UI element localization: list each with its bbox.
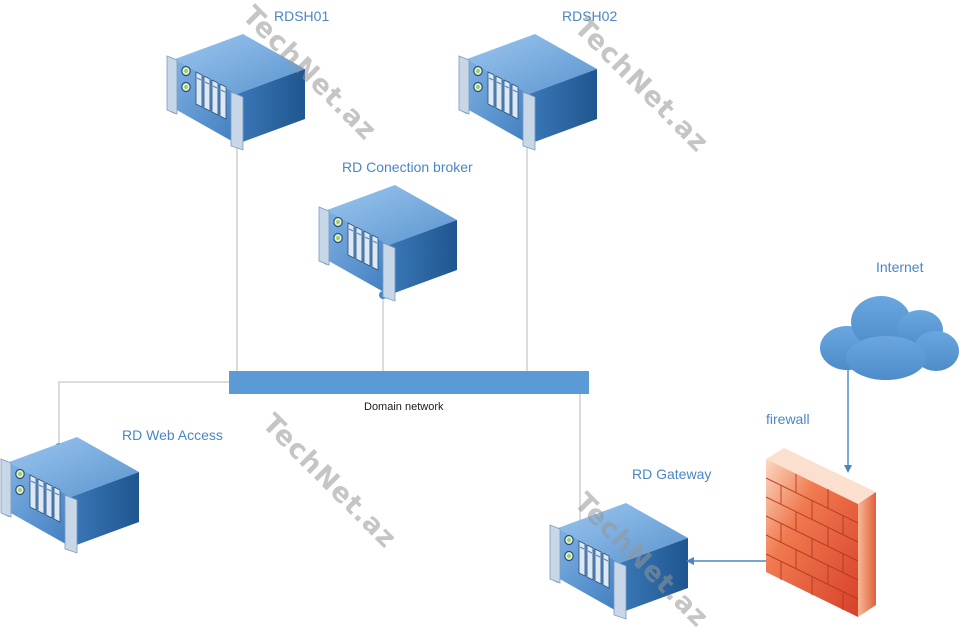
label-domain-network: Domain network bbox=[364, 401, 444, 413]
internet-cloud-icon bbox=[820, 296, 959, 380]
server-rdsh01-icon bbox=[166, 33, 306, 151]
label-rdsh01: RDSH01 bbox=[274, 8, 330, 24]
label-internet: Internet bbox=[876, 259, 924, 275]
server-broker-icon bbox=[318, 184, 458, 302]
label-broker: RD Conection broker bbox=[342, 159, 473, 175]
server-gateway-icon bbox=[549, 502, 689, 620]
label-web-access: RD Web Access bbox=[122, 427, 223, 443]
firewall-icon bbox=[765, 448, 876, 617]
domain-network-bus bbox=[229, 371, 589, 394]
link-web-access bbox=[58, 381, 229, 446]
server-rdsh02-icon bbox=[458, 33, 598, 151]
label-firewall: firewall bbox=[766, 411, 810, 427]
label-rdsh02: RDSH02 bbox=[562, 8, 618, 24]
server-web-access-icon bbox=[0, 436, 140, 554]
label-gateway: RD Gateway bbox=[632, 466, 712, 482]
